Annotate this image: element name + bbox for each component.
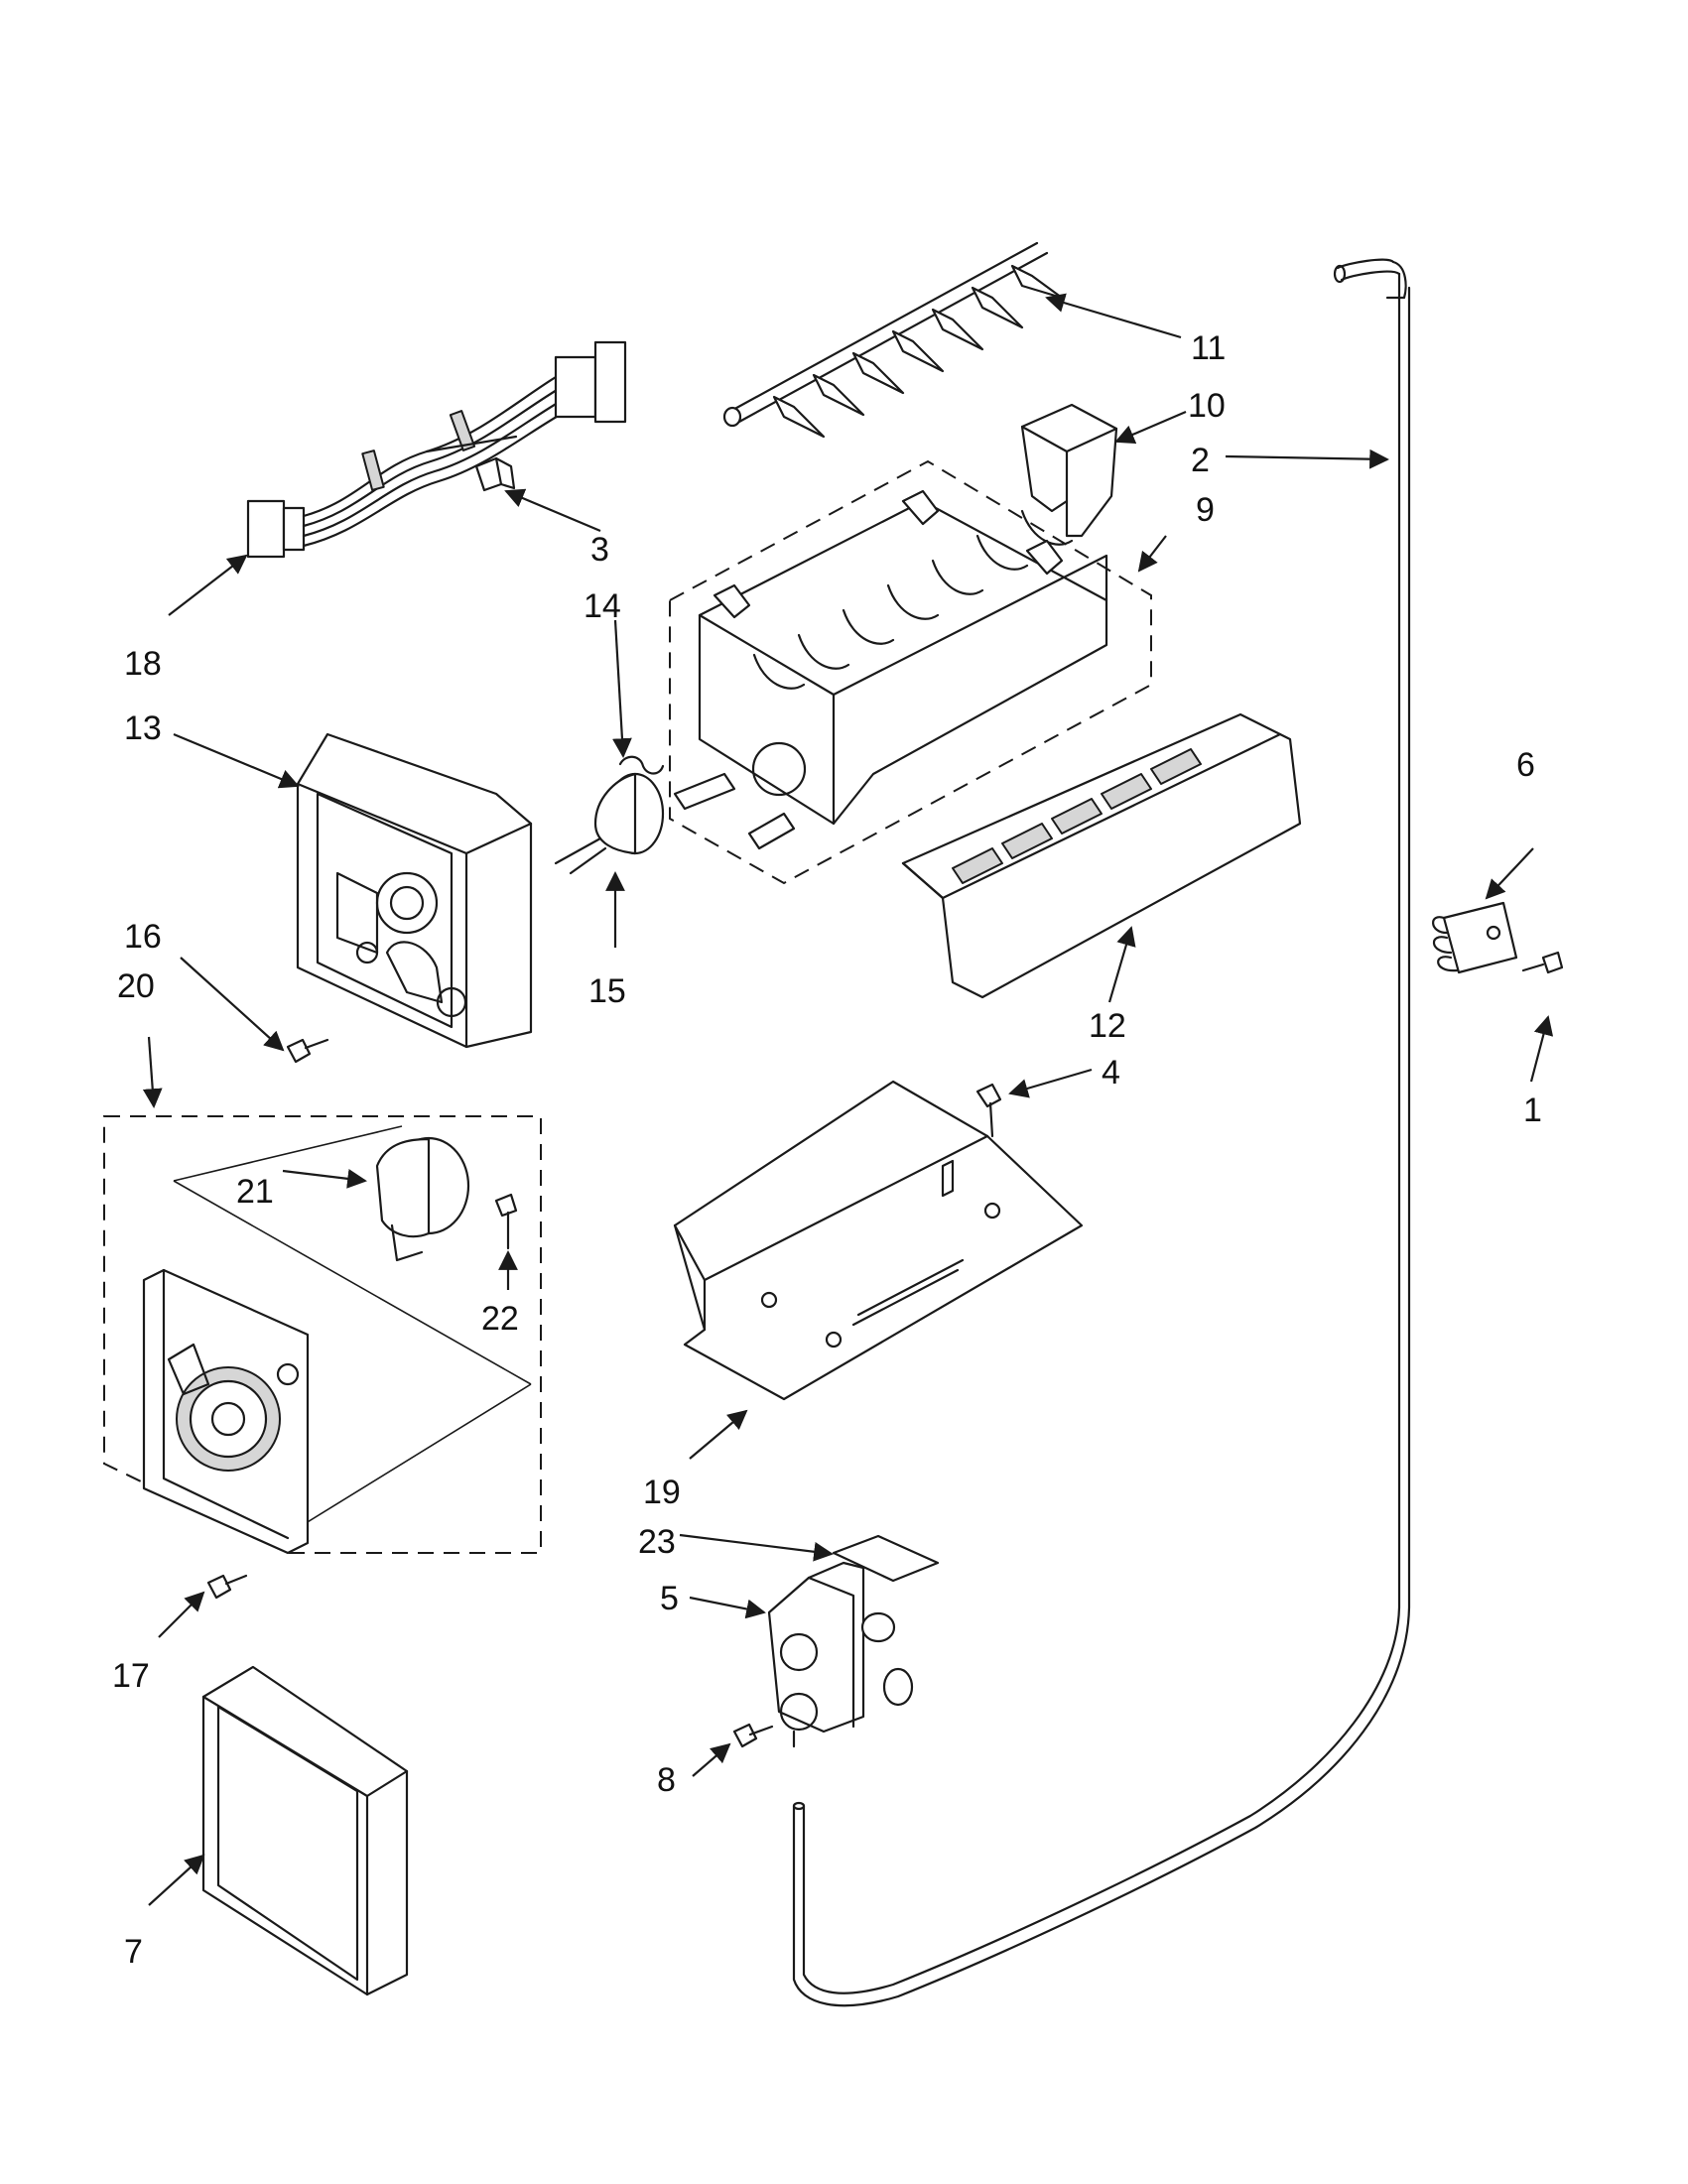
callout-20: 20 <box>117 967 155 1005</box>
screw-22 <box>494 1193 518 1250</box>
callout-14: 14 <box>584 587 621 625</box>
mounting-plate <box>673 1080 1084 1401</box>
callout-23: 23 <box>638 1523 676 1561</box>
callout-1: 1 <box>1523 1092 1542 1129</box>
ice-stripper <box>901 712 1302 999</box>
screw-17 <box>206 1574 248 1600</box>
callout-18: 18 <box>124 645 162 683</box>
fill-tube <box>792 258 1411 2007</box>
callout-6: 6 <box>1516 746 1535 784</box>
control-housing <box>296 732 533 1049</box>
callout-22: 22 <box>481 1300 519 1338</box>
thermostat <box>554 772 665 875</box>
harness-clip <box>474 456 516 492</box>
callout-5: 5 <box>660 1580 679 1617</box>
leader-lines <box>142 293 1554 1906</box>
screw-1 <box>1521 951 1564 974</box>
drive-motor <box>375 1136 470 1262</box>
wire-harness <box>246 340 627 559</box>
callout-4: 4 <box>1102 1054 1120 1092</box>
clip-14 <box>618 755 665 775</box>
module-plate <box>142 1268 310 1555</box>
callout-16: 16 <box>124 918 162 956</box>
callout-21: 21 <box>236 1173 274 1211</box>
callout-12: 12 <box>1089 1007 1126 1045</box>
screw-8 <box>732 1723 774 1748</box>
callout-15: 15 <box>588 972 626 1010</box>
access-frame <box>201 1665 409 1996</box>
callout-19: 19 <box>643 1474 681 1511</box>
callout-10: 10 <box>1188 387 1226 425</box>
water-valve <box>767 1534 940 1748</box>
callout-2: 2 <box>1191 442 1210 479</box>
callout-11: 11 <box>1191 329 1226 367</box>
callout-labels: 1 2 3 4 5 6 7 8 9 10 11 12 13 14 15 16 1… <box>112 329 1542 1971</box>
callout-13: 13 <box>124 709 162 747</box>
tube-bracket <box>1432 901 1518 974</box>
ejector <box>722 241 1064 439</box>
motor-module-group <box>103 1115 542 1554</box>
screw-4 <box>975 1083 1002 1138</box>
callout-8: 8 <box>657 1761 676 1799</box>
callout-9: 9 <box>1196 491 1215 529</box>
ice-stripper-cover <box>1020 403 1118 538</box>
callout-17: 17 <box>112 1657 150 1695</box>
callout-3: 3 <box>590 531 609 569</box>
ice-mold <box>669 459 1152 885</box>
screw-16 <box>286 1038 329 1064</box>
callout-7: 7 <box>124 1933 143 1971</box>
